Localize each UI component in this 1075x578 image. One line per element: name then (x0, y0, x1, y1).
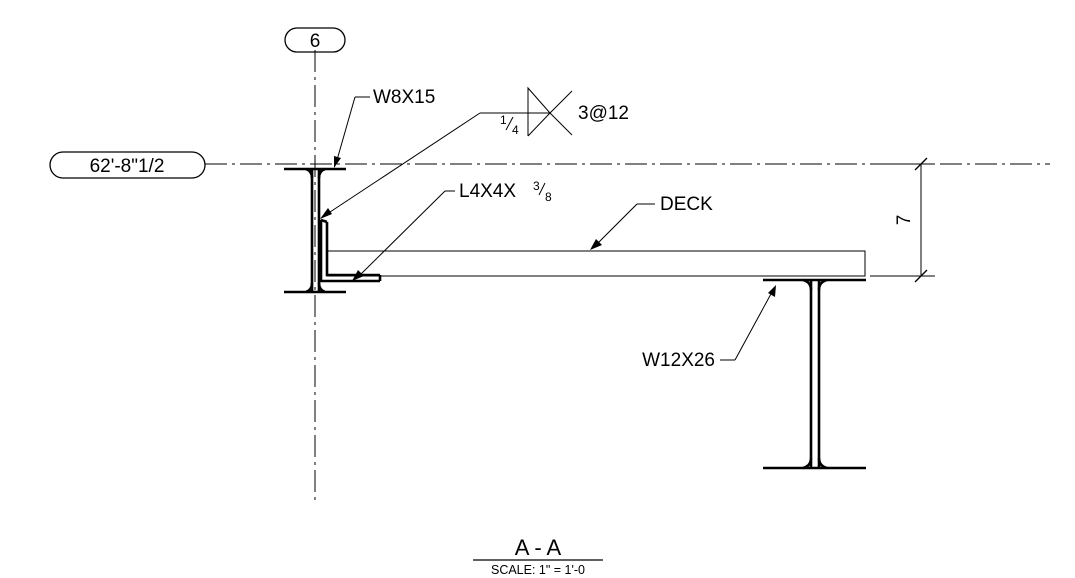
dimension-7: 7 (870, 157, 935, 283)
leader-w12x26: W12X26 (642, 285, 776, 371)
scale-note: SCALE: 1" = 1'-0 (491, 563, 585, 577)
grid-bubble-label: 6 (310, 31, 321, 52)
weld-size-den: 4 (512, 123, 519, 137)
dimension-value: 7 (894, 215, 915, 226)
section-title: A - A (515, 535, 562, 560)
leader-w8x15: W8X15 (334, 87, 435, 168)
deck-slab (326, 250, 866, 277)
section-title-block: A - A SCALE: 1" = 1'-0 (473, 535, 603, 577)
weld-pitch: 3@12 (578, 103, 629, 124)
label-angle: L4X4X (459, 181, 516, 202)
grid-bubble: 6 (284, 27, 346, 53)
w12x26-girder-section (763, 278, 866, 470)
weld-size-num: 1 (500, 113, 507, 127)
label-w8x15: W8X15 (373, 87, 435, 108)
label-angle-frac-den: 8 (545, 190, 552, 204)
label-angle-frac-num: 3 (533, 179, 540, 193)
weld-symbol: 1 4 3@12 (320, 86, 629, 219)
leader-deck: DECK (590, 194, 713, 250)
elevation-tag-label: 62'-8"1/2 (90, 156, 165, 177)
w8x15-beam-section (284, 167, 346, 294)
elevation-tag: 62'-8"1/2 (49, 151, 206, 179)
label-deck: DECK (660, 194, 713, 215)
label-w12x26: W12X26 (642, 350, 715, 371)
leader-angle: L4X4X 3 8 (352, 179, 552, 281)
